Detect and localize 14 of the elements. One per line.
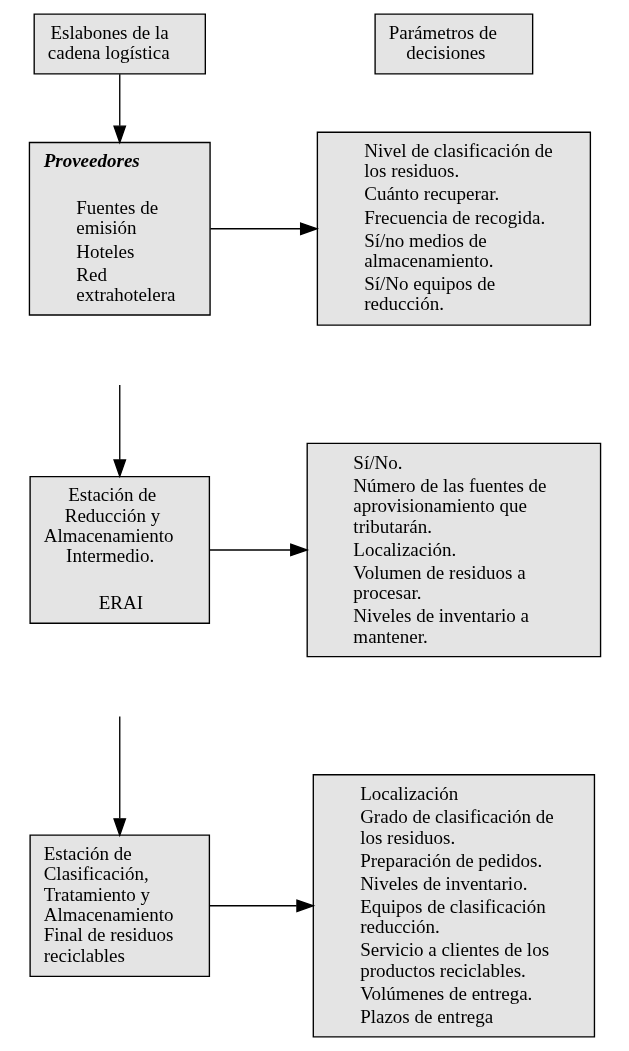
arrow [112,715,126,838]
node-box: Sí/No. Número de las fuentes de aprovisionamiento que tributarán. Localización. Volumen de residuos a procesar. Niveles de inventario a mantener. [306,442,601,658]
node-box: Nivel de clasificación de los residuos. Cuánto recuperar. Frecuencia de recogida. Sí/no medios de almacenamiento. Sí/No equipos de reducción. [316,131,591,326]
node-box: Estación de Reducción y Almacenamiento Intermedio. ERAI [28,475,210,624]
node-box: Eslabones de la cadena logística [33,13,206,75]
node-box: Localización Grado de clasificación de los residuos. Preparación de pedidos. Niveles de inventario. Equipos de clasificación reducción. Servicio a clientes de los productos reciclables. Volúmenes de entrega. Plazos de entrega [312,774,595,1038]
arrow [112,384,126,479]
arrow [208,543,309,557]
arrow [209,222,319,236]
arrow [112,73,126,145]
node-box: Estación de Clasificación, Tratamiento y Almacenamiento Final de residuos reciclables [28,834,210,978]
arrow [208,899,315,913]
node-box: Parámetros de decisiones [373,13,533,75]
node-box: Proveedores Fuentes de emisión Hoteles Red extrahotelera [28,141,211,316]
